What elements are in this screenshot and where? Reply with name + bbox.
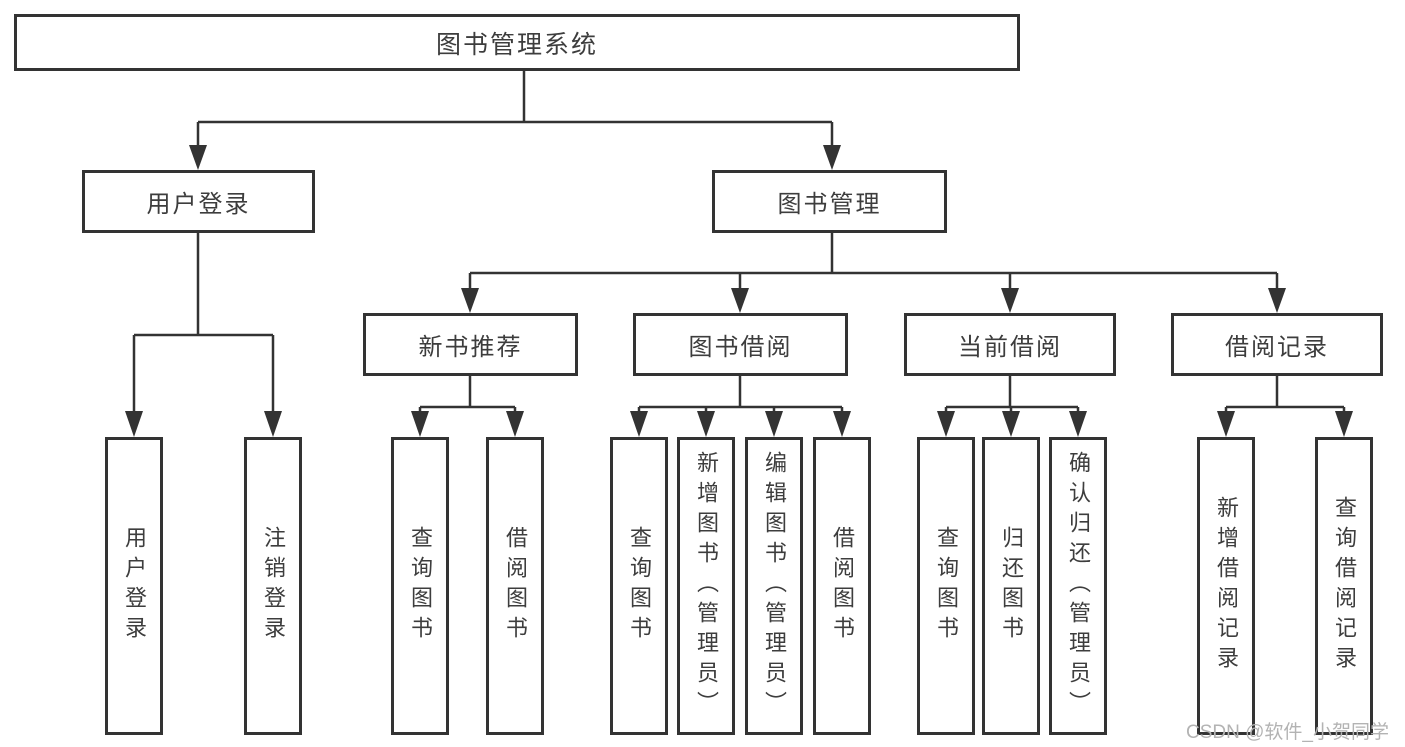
node-current-borrow: 当前借阅 <box>904 313 1116 376</box>
leaf-add-borrow-record: 新增借阅记录 <box>1197 437 1255 735</box>
arrow-icon <box>697 411 715 437</box>
node-new-book-recommend: 新书推荐 <box>363 313 578 376</box>
node-label: 图书管理 <box>777 191 882 218</box>
leaf-label: 注销登录 <box>261 526 286 646</box>
arrow-icon <box>506 411 524 437</box>
arrow-icon <box>1002 411 1020 437</box>
arrow-icon <box>630 411 648 437</box>
leaf-label: 确认归还（管理员） <box>1066 451 1091 721</box>
arrow-icon <box>411 411 429 437</box>
arrow-icon <box>937 411 955 437</box>
leaf-query-books-borrow: 查询图书 <box>610 437 668 735</box>
leaf-label: 查询图书 <box>408 526 433 646</box>
arrow-icon <box>461 288 479 313</box>
leaf-label: 归还图书 <box>999 526 1024 646</box>
csdn-watermark: CSDN @软件_小贺同学 <box>1186 722 1389 743</box>
arrow-icon <box>823 145 841 170</box>
arrow-icon <box>1217 411 1235 437</box>
leaf-user-login: 用户登录 <box>105 437 163 735</box>
arrow-icon <box>264 411 282 437</box>
connector-user-login <box>132 233 275 419</box>
node-user-login: 用户登录 <box>82 170 315 233</box>
arrow-icon <box>1335 411 1353 437</box>
leaf-edit-book-admin: 编辑图书（管理员） <box>745 437 803 735</box>
arrow-icon <box>189 145 207 170</box>
node-borrow-records: 借阅记录 <box>1171 313 1383 376</box>
node-book-borrow: 图书借阅 <box>633 313 848 376</box>
leaf-add-book-admin: 新增图书（管理员） <box>677 437 735 735</box>
arrow-icon <box>731 288 749 313</box>
leaf-query-borrow-record: 查询借阅记录 <box>1315 437 1373 735</box>
arrow-icon <box>833 411 851 437</box>
arrow-icon <box>1001 288 1019 313</box>
arrow-icon <box>125 411 143 437</box>
connector-root <box>196 71 834 152</box>
leaf-label: 查询图书 <box>934 526 959 646</box>
connector-book-management <box>468 233 1279 295</box>
leaf-label: 新增图书（管理员） <box>694 451 719 721</box>
leaf-borrow-books-borrow: 借阅图书 <box>813 437 871 735</box>
leaf-logout: 注销登录 <box>244 437 302 735</box>
arrowheads <box>125 145 1353 437</box>
node-library-system: 图书管理系统 <box>14 14 1020 71</box>
leaf-query-books-current: 查询图书 <box>917 437 975 735</box>
leaf-query-books-recommend: 查询图书 <box>391 437 449 735</box>
arrow-icon <box>1268 288 1286 313</box>
connector-book-borrow <box>637 376 844 419</box>
node-label: 当前借阅 <box>958 334 1062 361</box>
leaf-label: 用户登录 <box>122 526 147 646</box>
arrow-icon <box>765 411 783 437</box>
node-label: 用户登录 <box>146 191 251 218</box>
leaf-label: 编辑图书（管理员） <box>762 451 787 721</box>
leaf-return-book: 归还图书 <box>982 437 1040 735</box>
node-label: 图书管理系统 <box>435 30 598 59</box>
node-label: 图书借阅 <box>688 334 793 361</box>
node-book-management: 图书管理 <box>712 170 947 233</box>
arrow-icon <box>1069 411 1087 437</box>
leaf-borrow-books-recommend: 借阅图书 <box>486 437 544 735</box>
leaf-label: 借阅图书 <box>503 526 528 646</box>
connector-new-book-recommend <box>418 376 517 419</box>
connector-borrow-records <box>1224 376 1346 419</box>
leaf-label: 新增借阅记录 <box>1214 496 1239 676</box>
leaf-label: 借阅图书 <box>830 526 855 646</box>
leaf-confirm-return-admin: 确认归还（管理员） <box>1049 437 1107 735</box>
node-label: 借阅记录 <box>1225 334 1329 361</box>
leaf-label: 查询借阅记录 <box>1332 496 1357 676</box>
node-label: 新书推荐 <box>418 334 523 361</box>
leaf-label: 查询图书 <box>627 526 652 646</box>
